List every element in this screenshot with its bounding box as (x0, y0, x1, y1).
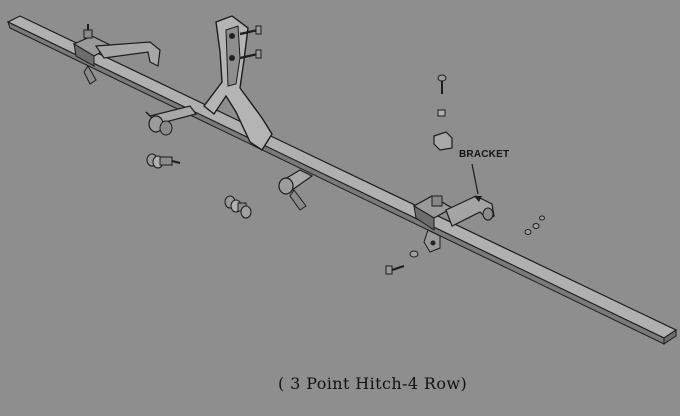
right-clamp (412, 195, 454, 253)
pin-assembly-upper (146, 153, 181, 169)
left-lower-link-pin (145, 105, 198, 136)
figure-caption: ( 3 Point Hitch-4 Row) (278, 374, 468, 393)
bracket (445, 195, 495, 227)
bolt-nut-washer (385, 215, 545, 275)
bracket-leader-arrow (474, 196, 482, 202)
u-bolt-hardware (433, 74, 453, 151)
tool-bar (6, 15, 678, 345)
bracket-label: BRACKET (459, 149, 510, 160)
right-lower-link-pin (278, 169, 314, 211)
pin-assembly-lower (224, 195, 252, 219)
left-clamp (72, 24, 161, 85)
center-mast (203, 15, 273, 151)
bracket-leader-line (471, 163, 479, 195)
